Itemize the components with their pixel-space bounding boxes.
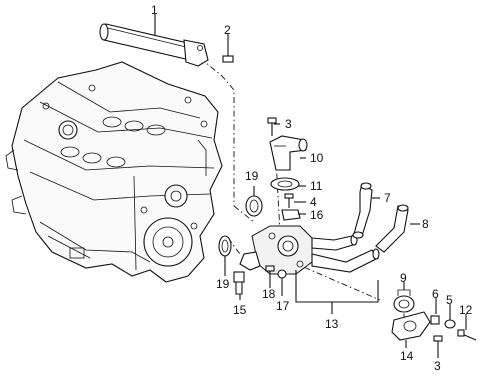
callout-13: 13 bbox=[325, 317, 339, 331]
part-16-bracket bbox=[281, 209, 301, 221]
part-18-bolt bbox=[265, 265, 275, 282]
part-5-washer bbox=[444, 319, 456, 329]
callout-15: 15 bbox=[233, 303, 247, 317]
callout-10: 10 bbox=[310, 151, 324, 165]
callout-5: 5 bbox=[446, 293, 453, 307]
callout-labels: 1 2 3 10 19 11 4 16 7 8 19 15 18 17 13 9… bbox=[151, 3, 473, 373]
callout-2: 2 bbox=[224, 23, 231, 37]
callout-9: 9 bbox=[400, 271, 407, 285]
callout-3: 3 bbox=[285, 117, 292, 131]
part-11-gasket bbox=[270, 177, 300, 191]
thermostat-housing bbox=[239, 225, 313, 275]
callout-7: 7 bbox=[384, 191, 391, 205]
assembly-guide-lines bbox=[199, 57, 405, 318]
part-13-hoses bbox=[311, 234, 380, 273]
part-9-thermostat bbox=[393, 289, 415, 313]
part-3-bolt-upper bbox=[267, 117, 277, 136]
part-17-bolt bbox=[277, 269, 287, 288]
callout-19: 19 bbox=[245, 169, 259, 183]
callout-17: 17 bbox=[276, 299, 290, 313]
callout-12: 12 bbox=[459, 303, 473, 317]
part-12-stud bbox=[457, 329, 477, 341]
part-14-cover bbox=[391, 311, 431, 341]
part-4-bolt bbox=[284, 193, 294, 208]
callout-8: 8 bbox=[422, 217, 429, 231]
callout-18: 18 bbox=[262, 287, 276, 301]
callout-1: 1 bbox=[151, 3, 158, 17]
callout-4: 4 bbox=[310, 195, 317, 209]
callout-11: 11 bbox=[310, 179, 323, 193]
part-19-oring-upper bbox=[245, 195, 263, 217]
part-1-water-pipe bbox=[99, 23, 209, 67]
part-8-hose bbox=[375, 204, 409, 253]
callout-3b: 3 bbox=[434, 359, 441, 373]
part-7-hose bbox=[352, 182, 373, 239]
part-15-sensor bbox=[233, 271, 245, 295]
part-10-elbow-fitting bbox=[269, 135, 308, 171]
callout-14: 14 bbox=[400, 349, 414, 363]
engine-assembly bbox=[5, 61, 223, 283]
part-6-nut bbox=[430, 315, 440, 325]
part-19-oring-lower bbox=[218, 235, 232, 257]
leader-lines bbox=[154, 14, 467, 358]
callout-19b: 19 bbox=[216, 277, 230, 291]
part-2-bolt bbox=[222, 44, 234, 63]
callout-6: 6 bbox=[432, 287, 439, 301]
callout-16: 16 bbox=[310, 208, 324, 222]
part-3-bolt-lower bbox=[433, 335, 443, 352]
